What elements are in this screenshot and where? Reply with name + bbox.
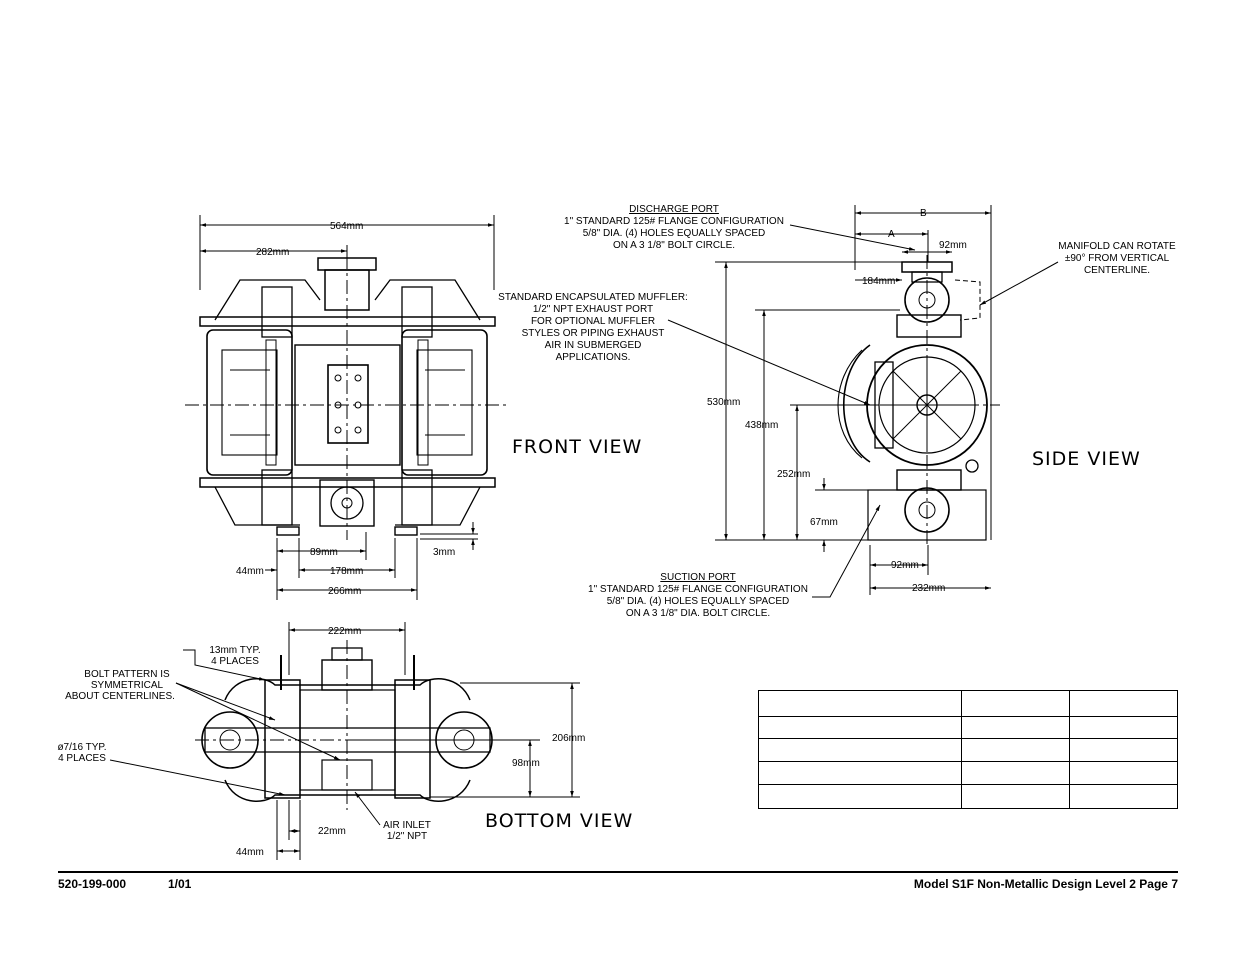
manifold-line: ±90° FROM VERTICAL	[1065, 253, 1170, 264]
table-row	[758, 690, 1178, 717]
side-view-drawing	[667, 205, 1059, 598]
dim-suction-height: 67mm	[810, 517, 838, 528]
table-row	[758, 716, 1178, 739]
table-cell	[758, 761, 962, 785]
discharge-port-line: 1" STANDARD 125# FLANGE CONFIGURATION	[564, 216, 784, 227]
holes-716-line: ø7/16 TYP.	[57, 742, 106, 753]
table-cell	[960, 690, 1071, 717]
holes-13mm-line: 4 PLACES	[211, 656, 259, 667]
muffler-line: 1/2" NPT EXHAUST PORT	[533, 304, 653, 315]
dim-overall-width: 564mm	[330, 221, 363, 232]
dim-port-width: 89mm	[310, 547, 338, 558]
bottom-view-label: BOTTOM VIEW	[485, 810, 633, 832]
discharge-port-title: DISCHARGE PORT	[629, 204, 719, 215]
dim-bolt-spacing: 222mm	[328, 626, 361, 637]
dimension-table	[758, 690, 1178, 809]
muffler-line: AIR IN SUBMERGED	[545, 340, 642, 351]
holes-13mm-note: 13mm TYP. 4 PLACES	[209, 645, 260, 667]
doc-number: 520-199-000	[58, 877, 127, 891]
dim-bottom-offset: 92mm	[891, 560, 919, 571]
muffler-line: STANDARD ENCAPSULATED MUFFLER:	[498, 292, 688, 303]
air-inlet-note: AIR INLET 1/2" NPT	[383, 820, 431, 842]
dim-manifold-offset: 184mm	[862, 276, 895, 287]
suction-port-line: 5/8" DIA. (4) HOLES EQUALLY SPACED	[607, 596, 790, 607]
dim-a: A	[888, 229, 895, 240]
bolt-pattern-line: ABOUT CENTERLINES.	[65, 691, 175, 702]
discharge-port-note: DISCHARGE PORT 1" STANDARD 125# FLANGE C…	[564, 204, 784, 251]
table-cell	[960, 738, 1071, 762]
dim-overall-height: 530mm	[707, 397, 740, 408]
page-title: Model S1F Non-Metallic Design Level 2 Pa…	[913, 877, 1178, 891]
holes-13mm-line: 13mm TYP.	[209, 645, 260, 656]
discharge-port-line: 5/8" DIA. (4) HOLES EQUALLY SPACED	[583, 228, 766, 239]
bolt-pattern-note: BOLT PATTERN IS SYMMETRICAL ABOUT CENTER…	[65, 669, 175, 702]
front-view-label: FRONT VIEW	[512, 436, 642, 458]
table-cell	[960, 784, 1071, 809]
suction-port-line: ON A 3 1/8" DIA. BOLT CIRCLE.	[626, 608, 770, 619]
dim-center-height: 252mm	[777, 469, 810, 480]
table-cell	[1069, 738, 1178, 762]
manifold-line: MANIFOLD CAN ROTATE	[1058, 241, 1176, 252]
suction-port-line: 1" STANDARD 125# FLANGE CONFIGURATION	[588, 584, 808, 595]
table-cell	[758, 784, 962, 809]
bolt-pattern-line: SYMMETRICAL	[91, 680, 164, 691]
air-inlet-line: AIR INLET	[383, 820, 431, 831]
dim-top-offset: 92mm	[939, 240, 967, 251]
front-view-drawing	[185, 215, 510, 600]
holes-716-line: 4 PLACES	[58, 753, 106, 764]
muffler-line: FOR OPTIONAL MUFFLER	[531, 316, 655, 327]
air-inlet-line: 1/2" NPT	[387, 831, 427, 842]
table-cell	[1069, 761, 1178, 785]
table-row	[758, 784, 1178, 809]
table-cell	[758, 738, 962, 762]
dim-discharge-height: 438mm	[745, 420, 778, 431]
dim-b: B	[920, 208, 927, 219]
suction-port-note: SUCTION PORT 1" STANDARD 125# FLANGE CON…	[588, 572, 808, 619]
dim-foot-offset: 44mm	[236, 566, 264, 577]
dim-foot-spacing: 178mm	[330, 566, 363, 577]
table-cell	[758, 690, 962, 717]
doc-date: 1/01	[168, 877, 192, 891]
dim-foot-height: 3mm	[433, 547, 455, 558]
holes-716-note: ø7/16 TYP. 4 PLACES	[57, 742, 106, 764]
dim-depth: 206mm	[552, 733, 585, 744]
bottom-view-drawing	[109, 622, 580, 860]
dim-base-width: 266mm	[328, 586, 361, 597]
table-cell	[1069, 690, 1178, 717]
side-view-label: SIDE VIEW	[1032, 448, 1141, 470]
muffler-line: STYLES OR PIPING EXHAUST	[522, 328, 665, 339]
dim-bottom-foot-offset: 44mm	[236, 847, 264, 858]
manifold-note: MANIFOLD CAN ROTATE ±90° FROM VERTICAL C…	[1058, 241, 1176, 276]
table-row	[758, 761, 1178, 785]
table-row	[758, 738, 1178, 762]
table-cell	[758, 716, 962, 739]
manifold-line: CENTERLINE.	[1084, 265, 1150, 276]
muffler-note: STANDARD ENCAPSULATED MUFFLER: 1/2" NPT …	[498, 292, 688, 363]
table-cell	[960, 716, 1071, 739]
table-cell	[1069, 716, 1178, 739]
muffler-line: APPLICATIONS.	[556, 352, 631, 363]
discharge-port-line: ON A 3 1/8" BOLT CIRCLE.	[613, 240, 735, 251]
dim-inlet-offset: 22mm	[318, 826, 346, 837]
dim-half-width: 282mm	[256, 247, 289, 258]
bolt-pattern-line: BOLT PATTERN IS	[84, 669, 170, 680]
dim-half-depth: 98mm	[512, 758, 540, 769]
table-cell	[1069, 784, 1178, 809]
table-cell	[960, 761, 1071, 785]
suction-port-title: SUCTION PORT	[660, 572, 735, 583]
dim-base-depth: 232mm	[912, 583, 945, 594]
